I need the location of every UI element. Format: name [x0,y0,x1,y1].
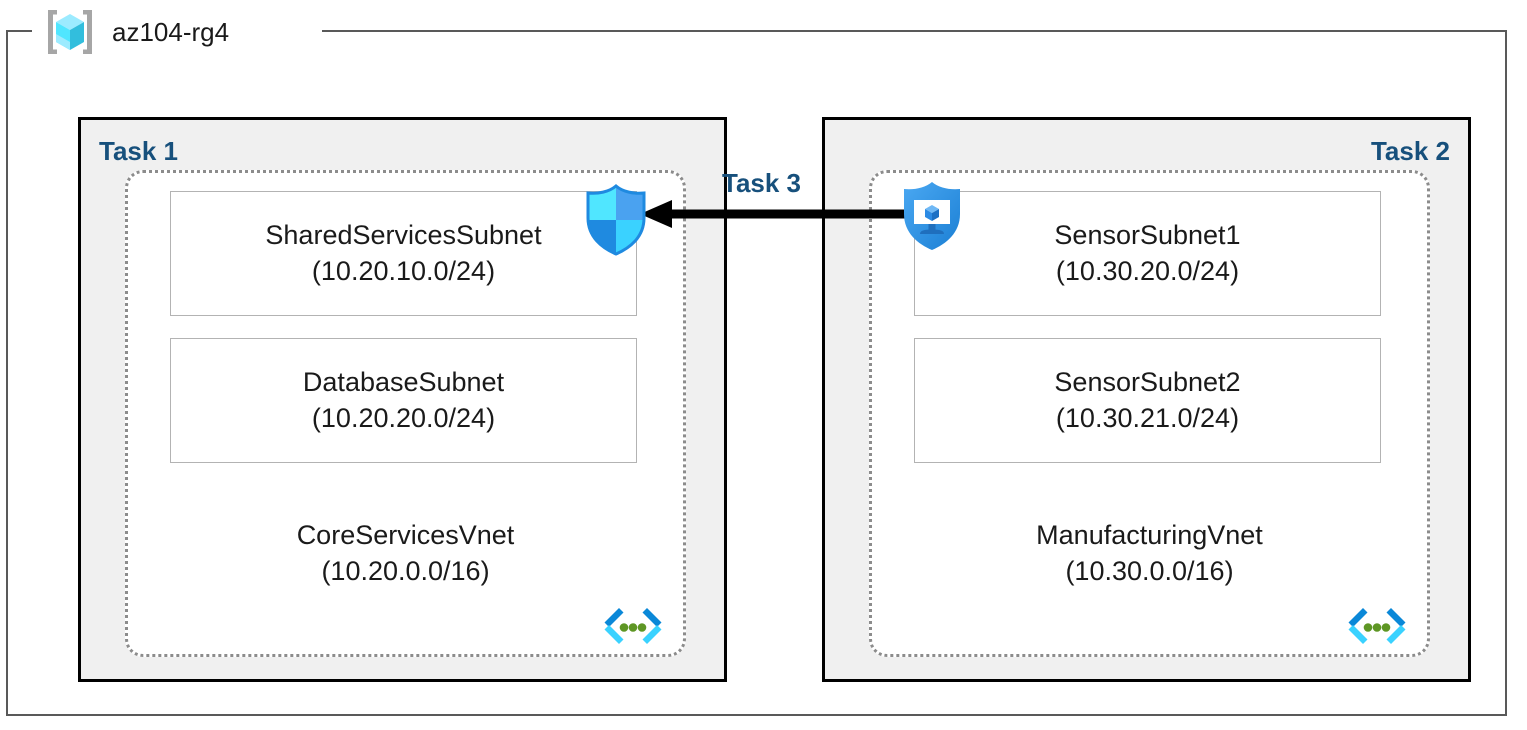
subnet-cidr: (10.30.20.0/24) [1055,255,1240,286]
subnet-name: SensorSubnet1 [1054,219,1241,250]
vnet-cidr: (10.30.0.0/16) [1065,555,1234,586]
vnet-caption-manufacturing: ManufacturingVnet (10.30.0.0/16) [872,518,1427,590]
task-3-label: Task 3 [722,168,802,198]
subnet-cidr: (10.30.21.0/24) [1055,402,1240,433]
task-2-label: Task 2 [1370,136,1450,166]
shield-monitor-icon [898,180,966,252]
vnet-cidr: (10.20.0.0/16) [321,555,490,586]
vnet-name: ManufacturingVnet [1036,520,1263,550]
vnet-box-coreservices[interactable]: SharedServicesSubnet (10.20.10.0/24) Dat… [125,170,686,657]
subnet-name: SharedServicesSubnet [265,219,542,250]
resource-group-name: az104-rg4 [112,16,230,47]
subnet-box-sensor2[interactable]: SensorSubnet2 (10.30.21.0/24) [914,338,1381,463]
subnet-box-sensor1[interactable]: SensorSubnet1 (10.30.20.0/24) [914,191,1381,316]
shield-quadrants-icon [582,184,650,256]
resource-group-header: az104-rg4 [42,6,229,58]
task-1-label: Task 1 [99,136,179,166]
resource-group-cube-icon [42,6,98,58]
subnet-name: SensorSubnet2 [1054,366,1241,397]
resource-group-frame [6,30,1507,716]
vnet-box-manufacturing[interactable]: SensorSubnet1 (10.30.20.0/24) SensorSubn… [869,170,1430,657]
vnet-brackets-icon [597,604,669,652]
vnet-name: CoreServicesVnet [296,520,515,550]
vnet-caption-coreservices: CoreServicesVnet (10.20.0.0/16) [128,518,683,590]
subnet-box-database[interactable]: DatabaseSubnet (10.20.20.0/24) [170,338,637,463]
subnet-box-sharedservices[interactable]: SharedServicesSubnet (10.20.10.0/24) [170,191,637,316]
subnet-cidr: (10.20.20.0/24) [311,402,496,433]
vnet-brackets-icon [1341,604,1413,652]
subnet-cidr: (10.20.10.0/24) [311,255,496,286]
subnet-name: DatabaseSubnet [302,366,505,397]
resource-group-title-gap [32,20,322,42]
